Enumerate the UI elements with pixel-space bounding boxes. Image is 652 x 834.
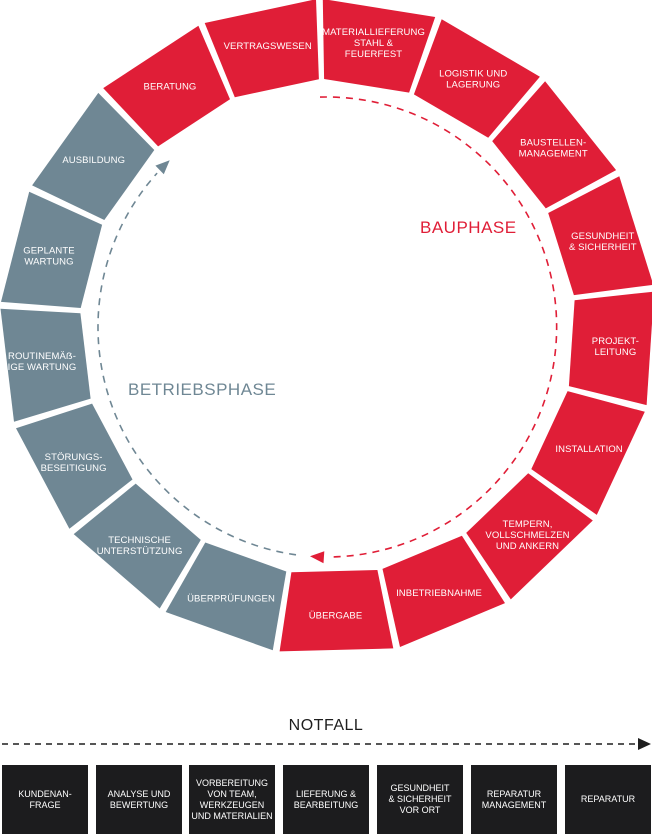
bauphase-label: BAUPHASE: [420, 218, 517, 237]
step-analyse: ANALYSE UND BEWERTUNG: [96, 765, 182, 834]
step-lieferung: LIEFERUNG & BEARBEITUNG: [283, 765, 369, 834]
wheel-segment-13: [1, 191, 103, 308]
notfall-arrow: [2, 738, 651, 750]
notfall-steps: KUNDENAN- FRAGE ANALYSE UND BEWERTUNG VO…: [0, 765, 652, 834]
wheel-segment-label-11: STÖRUNGS-BESEITIGUNG: [41, 452, 107, 474]
notfall-title: NOTFALL: [288, 717, 364, 734]
wheel-segment-11: [16, 403, 133, 529]
step-reparatur-management: REPARATUR MANAGEMENT: [471, 765, 557, 834]
wheel-segment-16: [204, 0, 319, 98]
wheel-segment-7: [382, 535, 505, 647]
wheel-segment-label-12: ROUTINEMÄẞ-IGE WARTUNG: [8, 351, 77, 373]
wheel-segment-3: [548, 176, 652, 296]
wheel-segment-0: [322, 0, 436, 93]
wheel-segment-label-9: ÜBERPRÜFUNGEN: [187, 594, 275, 605]
step-kundenanfrage: KUNDENAN- FRAGE: [2, 765, 88, 834]
betriebsphase-arc: [97, 172, 297, 556]
wheel-segment-label-2: BAUSTELLEN-MANAGEMENT: [519, 138, 588, 160]
wheel-segment-10: [73, 483, 201, 609]
wheel-segment-5: [531, 391, 645, 515]
betriebsphase-label: BETRIEBSPHASE: [128, 380, 277, 399]
wheel-segment-label-15: BERATUNG: [144, 82, 197, 93]
wheel-segment-12: [0, 308, 91, 422]
wheel-segment-1: [413, 19, 540, 138]
wheel-segment-9: [165, 542, 287, 651]
wheel-segment-14: [32, 92, 155, 220]
wheel-segment-label-5: INSTALLATION: [555, 444, 622, 455]
wheel-segment-label-3: GESUNDHEIT& SICHERHEIT: [569, 231, 637, 253]
step-gesundheit: GESUNDHEIT & SICHERHEIT VOR ORT: [377, 765, 463, 834]
wheel-segment-4: [568, 291, 652, 406]
wheel-segment-6: [466, 473, 593, 600]
wheel-segment-label-16: VERTRAGSWESEN: [224, 41, 312, 52]
wheel-segment-label-8: ÜBERGABE: [309, 610, 363, 621]
step-vorbereitung: VORBEREITUNG VON TEAM, WERKZEUGEN UND MA…: [189, 765, 275, 834]
wheel-segment-15: [103, 25, 230, 147]
wheel-segment-label-7: INBETRIEBNAHME: [396, 588, 482, 599]
betriebsphase-arrow-head: [155, 160, 170, 175]
wheel-segment-2: [492, 81, 617, 209]
bauphase-arc: [319, 96, 558, 558]
wheel-segment-label-4: PROJEKT-LEITUNG: [592, 336, 639, 358]
wheel-segment-label-14: AUSBILDUNG: [62, 155, 125, 166]
step-reparatur: REPARATUR: [565, 765, 651, 834]
bauphase-arrow-head: [310, 551, 325, 564]
wheel-segment-8: [279, 570, 394, 652]
